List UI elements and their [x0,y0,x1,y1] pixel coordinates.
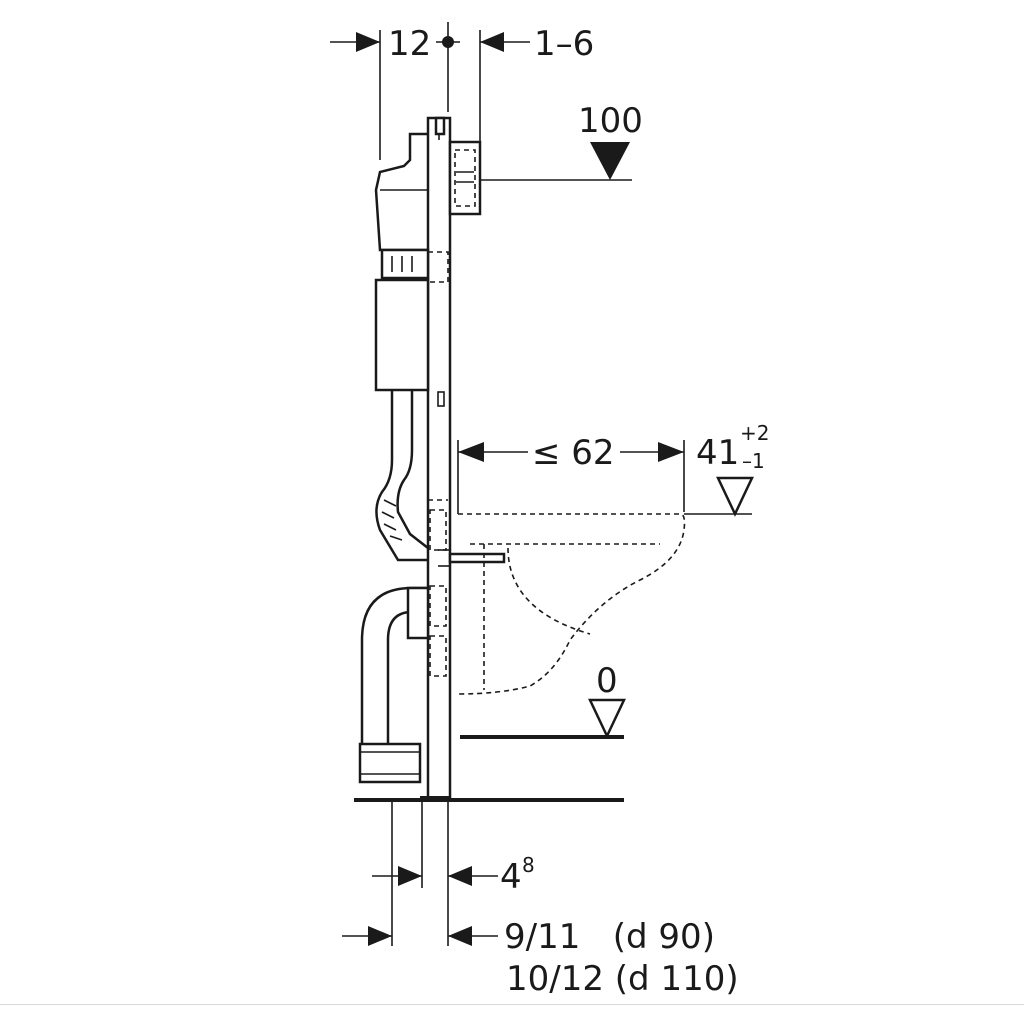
label-top-left: 12 [388,24,431,64]
label-top-right: 1–6 [534,24,594,64]
label-projection: ≤ 62 [532,433,615,473]
arrow-left-icon [448,926,472,946]
level-marker-filled-icon [590,142,630,180]
bottom-dimensions: 4 8 9/11 (d 90) 10/12 (d 110) [342,800,739,999]
arrow-right-icon [356,32,380,52]
level-marker-outline-icon [588,698,626,739]
arrow-left-icon [448,866,472,886]
label-offset-small: 4 [500,857,522,897]
label-seat-height: 41 [696,433,739,473]
arrow-left-icon [458,442,484,462]
arrow-right-icon [398,866,422,886]
seat-height-marker: 41 +2 –1 [684,421,769,517]
label-pipe-offset-90: 9/11 (d 90) [504,917,715,957]
wc-bowl-outline [457,513,686,695]
label-flush-height: 100 [578,101,643,141]
label-offset-small-sup: 8 [522,853,535,877]
top-dimension: 12 1–6 [330,22,594,160]
level-marker-outline-icon [716,476,754,517]
arrow-right-icon [658,442,684,462]
arrow-right-icon [368,926,392,946]
label-seat-tol-minus: –1 [742,449,765,473]
flush-height-marker: 100 [480,101,643,181]
projection-dimension: ≤ 62 [457,433,685,514]
label-floor-level: 0 [596,661,618,701]
floor-level-marker: 0 [460,661,626,739]
bottom-divider [0,1004,1024,1005]
label-pipe-offset-110: 10/12 (d 110) [506,959,739,999]
label-seat-tol-plus: +2 [740,421,769,445]
arrow-left-icon [480,32,504,52]
